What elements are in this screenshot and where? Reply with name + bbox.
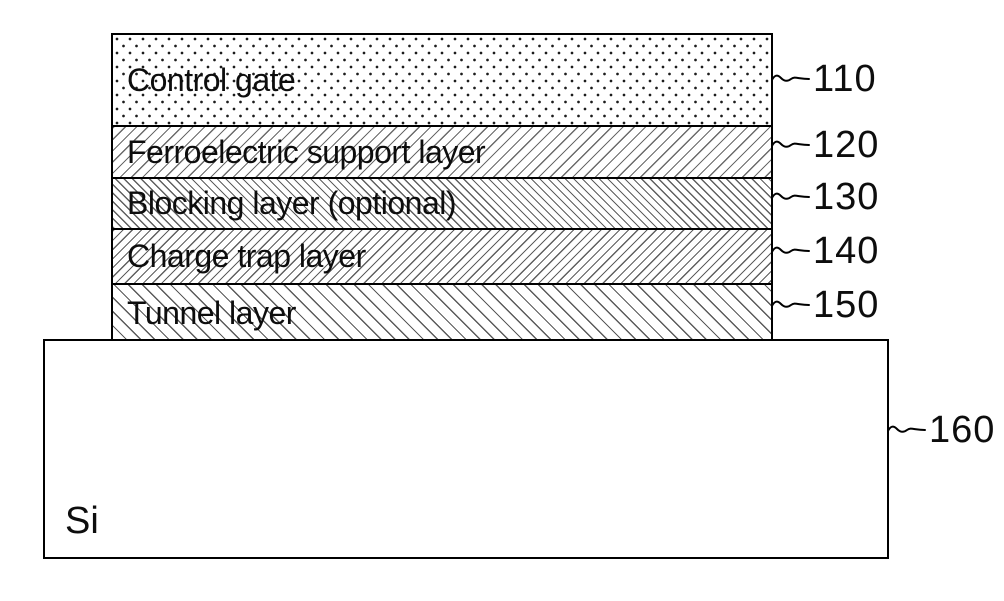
layer-ferroelectric-support: Ferroelectric support layer [113,127,771,179]
leader-line-icon [771,192,810,201]
ref-number: 110 [813,58,877,100]
substrate-si: Si [43,339,889,559]
layer-tunnel: Tunnel layer [113,285,771,341]
leader-line-icon [771,140,810,149]
leader-line-icon [771,300,810,309]
leader-line-icon [771,246,810,255]
ref-number: 140 [813,230,880,272]
layer-blocking: Blocking layer (optional) [113,179,771,230]
ref-callout-140: 140 [771,231,879,271]
layer-blocking-label: Blocking layer (optional) [127,185,457,221]
ref-callout-120: 120 [771,125,879,165]
layer-charge-trap: Charge trap layer [113,230,771,285]
layer-control-gate: Control gate [113,35,771,127]
ref-number: 130 [813,176,880,218]
layer-control-gate-label: Control gate [127,61,296,98]
ref-number: 120 [813,124,880,166]
layer-ferroelectric-support-label: Ferroelectric support layer [127,133,486,170]
layer-tunnel-label: Tunnel layer [127,294,296,331]
leader-line-icon [771,74,810,83]
ref-callout-160: 160 [887,410,995,450]
ref-callout-150: 150 [771,285,879,325]
ref-callout-110: 110 [771,59,877,99]
gate-layer-stack: Control gate Ferroelectric support layer… [111,33,773,341]
leader-line-icon [887,425,926,434]
ref-number: 150 [813,284,880,326]
substrate-si-label: Si [65,500,99,542]
layer-charge-trap-label: Charge trap layer [127,238,366,274]
ref-callout-130: 130 [771,177,879,217]
ref-number: 160 [929,409,996,451]
